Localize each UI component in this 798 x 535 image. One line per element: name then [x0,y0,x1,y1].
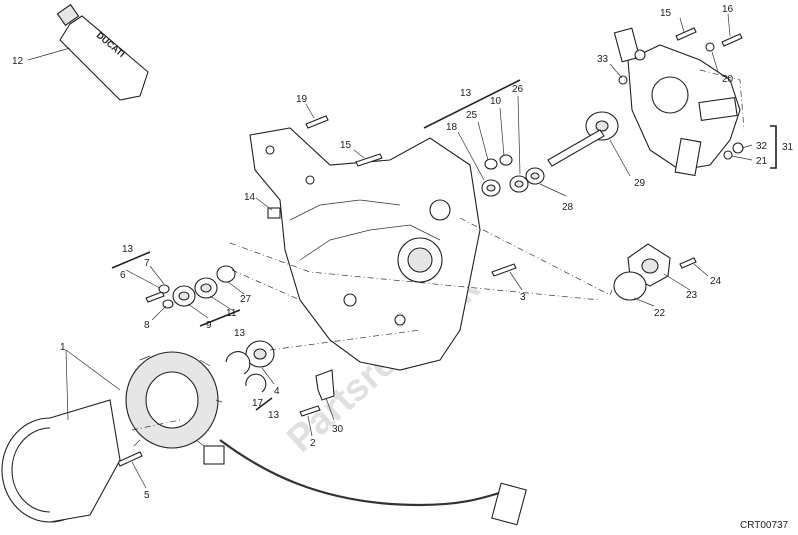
assembly-lines [131,69,745,431]
callout-13c: 13 [234,328,246,339]
callout-24: 24 [710,276,722,287]
callout-18: 18 [446,122,458,133]
callout-15: 15 [660,8,672,19]
callout-23: 23 [686,290,698,301]
callout-7: 7 [144,258,150,269]
callout-30: 30 [332,424,344,435]
callout-2: 2 [310,438,316,449]
rotor-flywheel [1,399,121,523]
bearing-group-left [158,265,236,309]
stator [125,351,223,449]
callout-8: 8 [144,320,150,331]
callout-27: 27 [240,294,252,305]
callout-10: 10 [490,96,502,107]
callout-1: 1 [60,342,66,353]
callout-9: 9 [206,320,212,331]
callout-13d: 13 [268,410,280,421]
callout-21: 21 [756,156,768,167]
callout-13b: 13 [122,244,134,255]
shaft-seals [481,154,545,197]
callout-20: 20 [722,74,734,85]
callout-13: 13 [460,88,472,99]
callout-26: 26 [512,84,524,95]
callout-4: 4 [274,386,280,397]
group-brackets [111,79,777,411]
callout-32: 32 [756,141,768,152]
wire-harness [203,439,527,526]
callout-28: 28 [562,202,574,213]
callout-29: 29 [634,178,646,189]
bearing-circlip [225,340,275,393]
callout-22: 22 [654,308,666,319]
callout-25: 25 [466,110,478,121]
callout-12: 12 [12,56,24,67]
callout-19: 19 [296,94,308,105]
callout-33: 33 [597,54,609,65]
callout-labels: 12 15 16 33 20 19 13 25 10 26 18 15 32 3… [12,4,794,501]
callout-31: 31 [782,142,794,153]
cover-plate [613,243,671,301]
impeller-shaft [547,111,619,167]
leader-lines [27,13,753,489]
bracket [315,369,335,401]
generator-cover [249,127,481,371]
callout-14: 14 [244,192,256,203]
sealant-tube: DUCATI [56,3,149,101]
callout-16: 16 [722,4,734,15]
callout-3: 3 [520,292,526,303]
water-pump-cover [613,27,741,177]
callout-17: 17 [252,398,264,409]
callout-5: 5 [144,490,150,501]
callout-11: 11 [226,308,237,319]
callout-15b: 15 [340,140,352,151]
callout-6: 6 [120,270,126,281]
drawing-code: CRT00737 [740,520,789,531]
